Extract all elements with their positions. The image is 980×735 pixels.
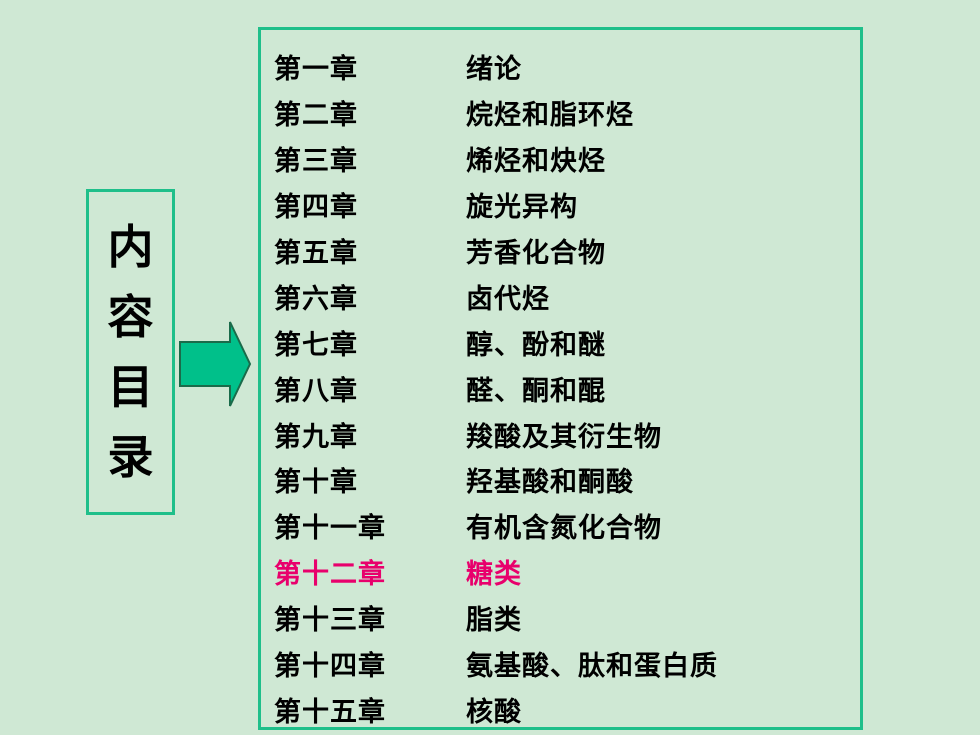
toc-chapter-title: 绪论 (466, 54, 522, 86)
contents-title-char: 内 (107, 220, 154, 274)
contents-title-box: 内 容 目 录 (86, 189, 175, 515)
toc-list: 第一章 绪论 第二章 烷烃和脂环烃 第三章 烯烃和炔烃 第四章 旋光异构 第五章 芳香化合… (274, 44, 718, 732)
toc-item[interactable]: 第二章 烷烃和脂环烃 (274, 90, 718, 136)
toc-chapter-label: 第一章 (274, 54, 358, 86)
toc-chapter-label: 第二章 (274, 100, 358, 132)
toc-chapter-title: 醇、酚和醚 (466, 329, 606, 361)
toc-item[interactable]: 第十三章 脂类 (274, 595, 718, 641)
toc-chapter-title: 羟基酸和酮酸 (466, 467, 634, 499)
toc-item[interactable]: 第七章 醇、酚和醚 (274, 319, 718, 365)
toc-chapter-label: 第八章 (274, 375, 358, 407)
toc-item[interactable]: 第五章 芳香化合物 (274, 228, 718, 274)
toc-item[interactable]: 第九章 羧酸及其衍生物 (274, 411, 718, 457)
toc-chapter-title: 氨基酸、肽和蛋白质 (466, 651, 718, 683)
toc-chapter-title: 旋光异构 (466, 192, 578, 224)
toc-chapter-label: 第九章 (274, 421, 358, 453)
toc-chapter-title: 糖类 (466, 559, 522, 591)
toc-chapter-label: 第四章 (274, 192, 358, 224)
toc-chapter-title: 脂类 (466, 605, 522, 637)
toc-chapter-title: 卤代烃 (466, 283, 550, 315)
toc-item[interactable]: 第一章 绪论 (274, 44, 718, 90)
toc-chapter-label: 第十二章 (274, 559, 386, 591)
toc-chapter-title: 醛、酮和醌 (466, 375, 606, 407)
toc-chapter-title: 烯烃和炔烃 (466, 146, 606, 178)
toc-chapter-label: 第十五章 (274, 696, 386, 728)
toc-chapter-label: 第十章 (274, 467, 358, 499)
table-of-contents: 第一章 绪论 第二章 烷烃和脂环烃 第三章 烯烃和炔烃 第四章 旋光异构 第五章 芳香化合… (258, 27, 863, 730)
toc-chapter-title: 有机含氮化合物 (466, 513, 662, 545)
toc-chapter-label: 第三章 (274, 146, 358, 178)
toc-chapter-label: 第十三章 (274, 605, 386, 637)
toc-item[interactable]: 第三章 烯烃和炔烃 (274, 136, 718, 182)
toc-item[interactable]: 第十章 羟基酸和酮酸 (274, 457, 718, 503)
toc-chapter-label: 第七章 (274, 329, 358, 361)
toc-chapter-label: 第六章 (274, 283, 358, 315)
toc-chapter-title: 芳香化合物 (466, 238, 606, 269)
toc-chapter-label: 第十一章 (274, 513, 386, 545)
toc-item[interactable]: 第十四章 氨基酸、肽和蛋白质 (274, 641, 718, 687)
toc-item[interactable]: 第六章 卤代烃 (274, 273, 718, 319)
toc-item[interactable]: 第十一章 有机含氮化合物 (274, 503, 718, 549)
toc-chapter-label: 第十四章 (274, 651, 386, 683)
toc-item[interactable]: 第四章 旋光异构 (274, 182, 718, 228)
toc-chapter-title: 羧酸及其衍生物 (466, 421, 662, 453)
toc-chapter-title: 烷烃和脂环烃 (466, 100, 634, 132)
toc-item[interactable]: 第十五章 核酸 (274, 686, 718, 732)
contents-title-char: 录 (107, 430, 154, 484)
toc-item-current[interactable]: 第十二章 糖类 (274, 549, 718, 595)
toc-item[interactable]: 第八章 醛、酮和醌 (274, 365, 718, 411)
contents-title-char: 目 (107, 360, 154, 414)
toc-chapter-label: 第五章 (274, 238, 358, 269)
right-arrow-icon (179, 321, 252, 407)
contents-title-char: 容 (107, 290, 154, 344)
toc-chapter-title: 核酸 (466, 696, 522, 728)
